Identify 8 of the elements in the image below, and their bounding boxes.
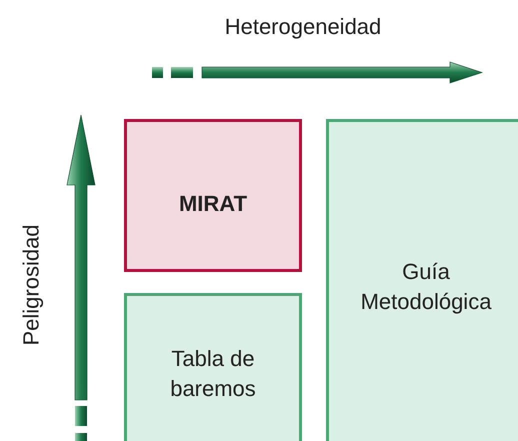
box: [326, 119, 518, 441]
box-label: Guía Metodológica: [360, 258, 492, 316]
box: [124, 119, 302, 272]
axis-label: Heterogeneidad: [224, 14, 382, 40]
axis-label: Peligrosidad: [19, 224, 45, 346]
box-label: Tabla de baremos: [169, 345, 257, 403]
box: [124, 293, 302, 441]
box-label: MIRAT: [178, 190, 248, 218]
